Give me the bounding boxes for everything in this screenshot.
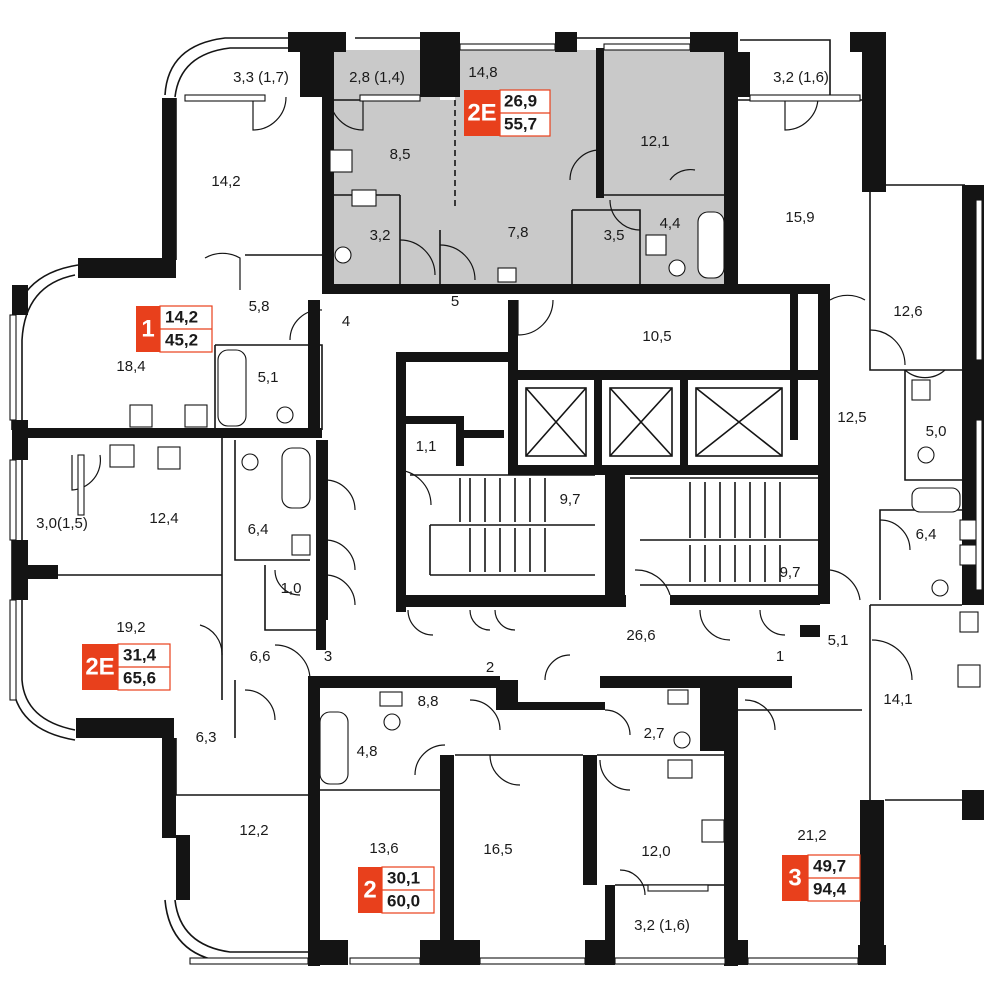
room-label-3-3: 3,3 (1,7): [233, 69, 289, 86]
room-label-6-3: 6,3: [196, 729, 217, 746]
room-label-14-2: 14,2: [211, 173, 240, 190]
badge-rooms: 1: [141, 315, 154, 342]
badge-rooms: 3: [788, 864, 801, 891]
badge-unit-2e-left: 2E 31,4 65,6: [82, 643, 171, 691]
badge-rooms: 2: [363, 876, 376, 903]
room-label-4-8: 4,8: [357, 743, 378, 760]
room-label-12-0: 12,0: [641, 843, 670, 860]
room-label-6-4-left: 6,4: [248, 521, 269, 538]
walls: [12, 32, 984, 966]
room-label-8-5: 8,5: [390, 146, 411, 163]
badge-rooms-box: [464, 90, 500, 136]
room-label-12-4: 12,4: [149, 510, 178, 527]
room-label-12-6: 12,6: [893, 303, 922, 320]
badge-rooms-box: [136, 306, 160, 352]
badge-living-area: 30,1: [387, 868, 420, 887]
room-label-4-4: 4,4: [660, 215, 681, 232]
badge-rooms-box: [782, 855, 808, 901]
room-label-12-1: 12,1: [640, 133, 669, 150]
room-label-1: 1: [776, 648, 784, 665]
highlighted-unit-2e: [322, 48, 728, 284]
room-label-5-0: 5,0: [926, 423, 947, 440]
badge-rooms-box: [82, 644, 118, 690]
room-label-5: 5: [451, 293, 459, 310]
doors: [71, 96, 946, 896]
badge-living-area: 31,4: [123, 645, 157, 664]
badge-total-area: 55,7: [504, 114, 537, 133]
room-label-8-8: 8,8: [418, 693, 439, 710]
room-label-7-8: 7,8: [508, 224, 529, 241]
room-label-13-6: 13,6: [369, 840, 398, 857]
badge-unit-2e-top: 2E 26,9 55,7: [464, 89, 551, 137]
room-label-4: 4: [342, 313, 350, 330]
room-label-6-4-right: 6,4: [916, 526, 937, 543]
badge-unit-1: 1 14,2 45,2: [136, 305, 213, 353]
room-label-3-2-bottom: 3,2 (1,6): [634, 917, 690, 934]
room-label-3-2-bath: 3,2: [370, 227, 391, 244]
room-label-9-7-a: 9,7: [560, 491, 581, 508]
room-label-19-2: 19,2: [116, 619, 145, 636]
badge-unit-2: 2 30,1 60,0: [358, 866, 435, 914]
room-label-3-5: 3,5: [604, 227, 625, 244]
room-label-3-0: 3,0(1,5): [36, 515, 88, 532]
badge-rooms: 2E: [467, 99, 496, 126]
room-labels: 3,3 (1,7) 2,8 (1,4) 14,8 3,2 (1,6) 14,2 …: [36, 64, 946, 934]
stairs: [410, 474, 818, 586]
room-label-2: 2: [486, 659, 494, 676]
room-label-12-5: 12,5: [837, 409, 866, 426]
badge-living-area: 14,2: [165, 307, 198, 326]
room-label-26-6: 26,6: [626, 627, 655, 644]
room-label-2-8: 2,8 (1,4): [349, 69, 405, 86]
badge-living-area: 26,9: [504, 91, 537, 110]
badge-total-area: 45,2: [165, 330, 198, 349]
room-label-2-7: 2,7: [644, 725, 665, 742]
lift-shafts: [525, 387, 783, 457]
badge-unit-3: 3 49,7 94,4: [782, 854, 861, 902]
room-label-16-5: 16,5: [483, 841, 512, 858]
room-label-14-8: 14,8: [468, 64, 497, 81]
room-label-5-8: 5,8: [249, 298, 270, 315]
room-label-6-6: 6,6: [250, 648, 271, 665]
badge-total-area: 60,0: [387, 891, 420, 910]
room-label-10-5: 10,5: [642, 328, 671, 345]
room-label-15-9: 15,9: [785, 209, 814, 226]
room-label-5-1-bath: 5,1: [258, 369, 279, 386]
badge-total-area: 65,6: [123, 668, 156, 687]
windows: [9, 43, 983, 965]
badge-rooms: 2E: [85, 653, 114, 680]
badge-total-area: 94,4: [813, 879, 847, 898]
room-label-21-2: 21,2: [797, 827, 826, 844]
badge-rooms-box: [358, 867, 382, 913]
room-label-5-1-right: 5,1: [828, 632, 849, 649]
room-label-3: 3: [324, 648, 332, 665]
room-label-14-1: 14,1: [883, 691, 912, 708]
room-label-3-2-top: 3,2 (1,6): [773, 69, 829, 86]
room-label-1-1: 1,1: [416, 438, 437, 455]
room-label-12-2: 12,2: [239, 822, 268, 839]
room-label-18-4: 18,4: [116, 358, 145, 375]
badge-living-area: 49,7: [813, 856, 846, 875]
room-label-1-0: 1,0: [281, 580, 302, 597]
fixtures: [109, 149, 981, 843]
room-label-9-7-b: 9,7: [780, 564, 801, 581]
